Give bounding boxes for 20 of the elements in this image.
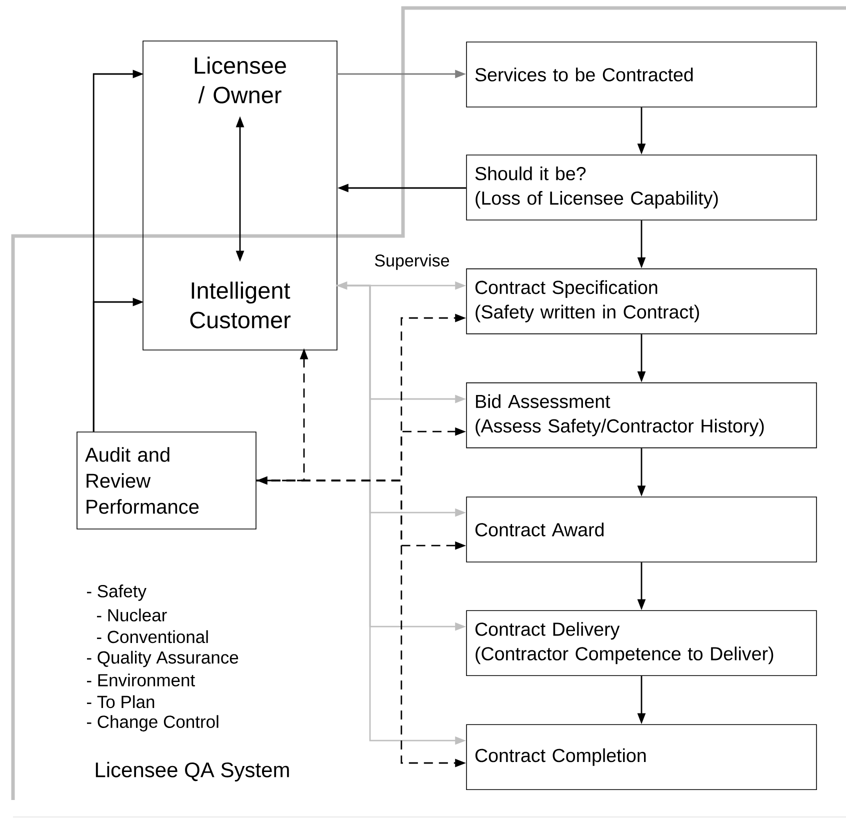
- system-label: Licensee QA System: [96, 762, 289, 782]
- list-item: - Conventional: [97, 630, 208, 644]
- edge-label: Supervise: [373, 253, 451, 271]
- process-box: Should it be? (Loss of Licensee Capability): [466, 154, 817, 220]
- heading-text: Intelligent Customer: [190, 282, 291, 328]
- list-item: - Change Control: [87, 715, 218, 732]
- process-box: Services to be Contracted: [466, 42, 817, 108]
- process-box: Contract Completion: [466, 724, 817, 790]
- list-item: - Safety: [87, 584, 146, 601]
- process-box: Contract Specification (Safety written in Contract): [466, 268, 817, 334]
- process-box: Bid Assessment (Assess Safety/Contractor History): [466, 382, 817, 448]
- process-box: Contract Award: [466, 496, 817, 562]
- process-box: Contract Delivery (Contractor Competence to Deliver): [466, 610, 817, 676]
- container-box: [142, 40, 338, 350]
- heading-text: Licensee / Owner: [194, 56, 286, 104]
- list-item: - To Plan: [87, 695, 154, 708]
- list-item: - Nuclear: [97, 608, 167, 622]
- list-item: - Environment: [87, 674, 195, 686]
- list-item: - Quality Assurance: [87, 650, 238, 668]
- process-box: Audit and Review Performance: [76, 432, 256, 530]
